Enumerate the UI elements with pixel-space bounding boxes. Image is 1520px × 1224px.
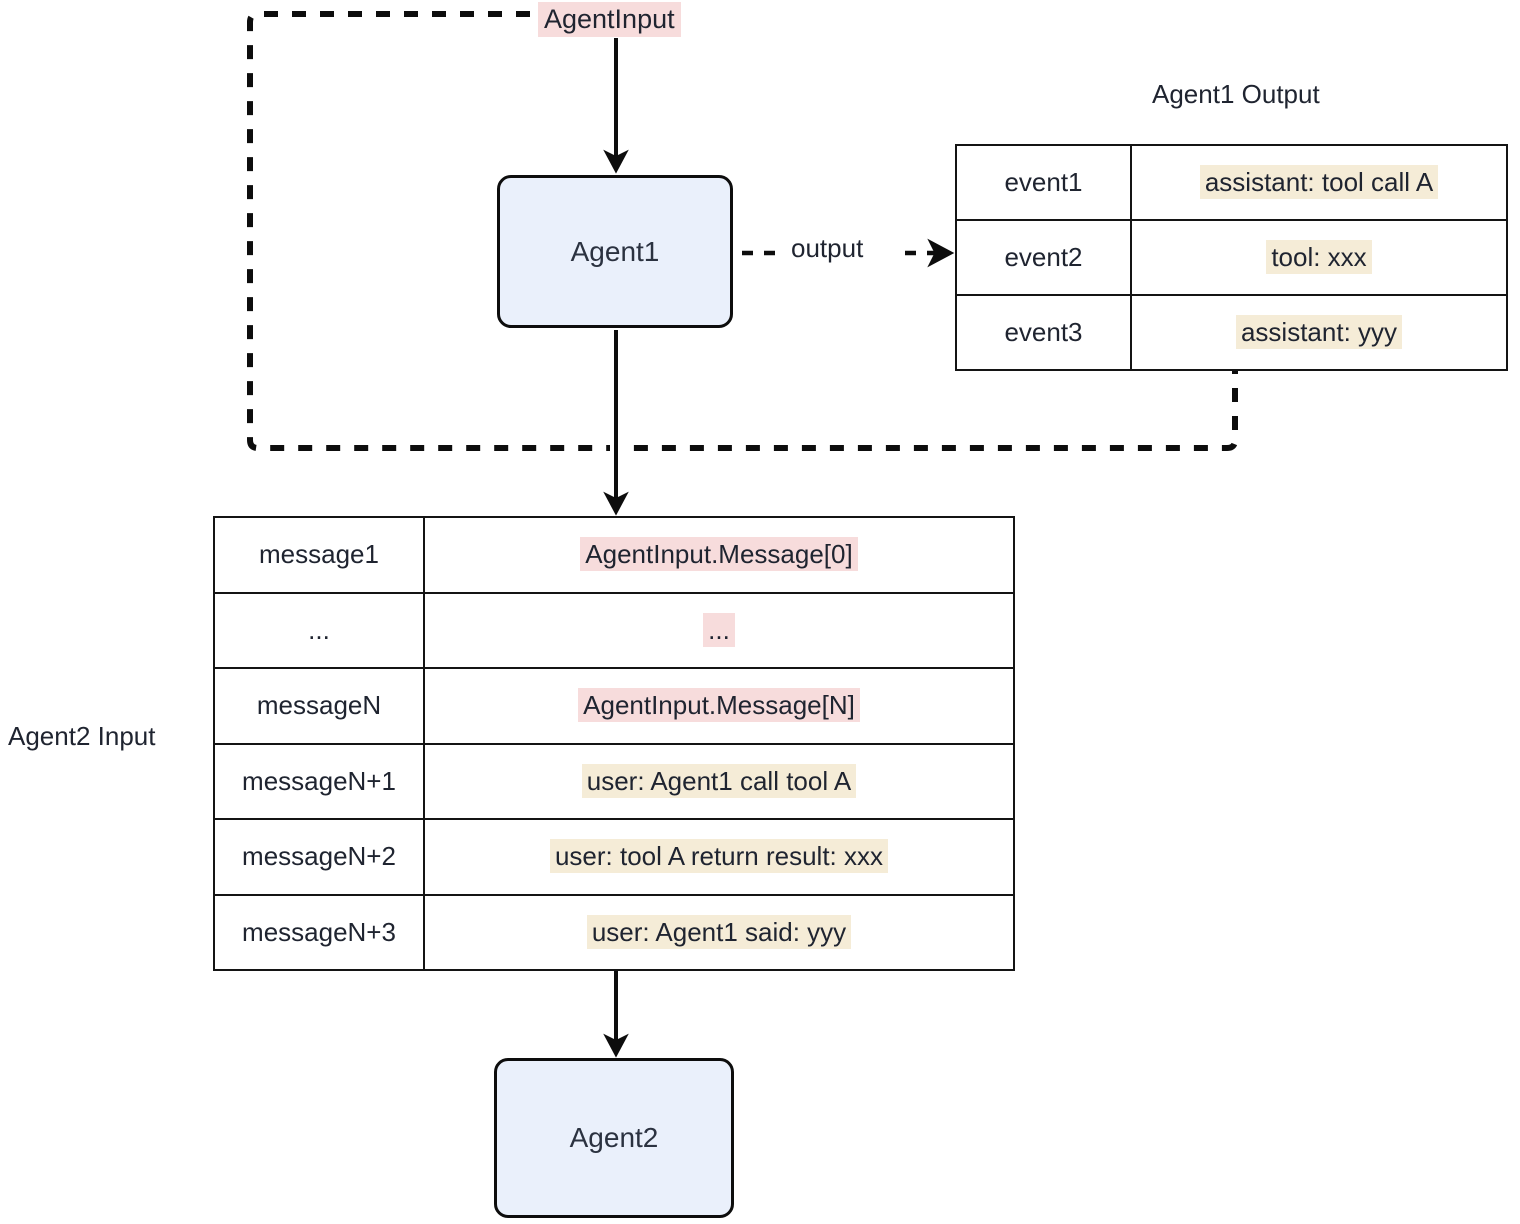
table-row-key: ... <box>213 591 425 669</box>
table-row-value-highlight: AgentInput.Message[N] <box>578 688 860 723</box>
table-row-value-highlight: ... <box>703 612 735 647</box>
edge-agent1-output-feedback <box>624 360 1238 451</box>
table-row-key: event1 <box>955 144 1132 221</box>
table-row-key: messageN+1 <box>213 742 425 820</box>
table-row-key: messageN+2 <box>213 818 425 896</box>
node-agent2-label: Agent2 <box>569 1122 659 1153</box>
table-row-value: assistant: yyy <box>1130 294 1508 371</box>
table-row-value: AgentInput.Message[N] <box>423 667 1015 745</box>
table-row-value: assistant: tool call A <box>1130 144 1508 221</box>
node-agent2[interactable]: Agent2 <box>494 1058 734 1218</box>
table-row: messageN+2 user: tool A return result: xx… <box>213 818 1015 896</box>
table-row: messageN AgentInput.Message[N] <box>213 667 1015 745</box>
table-row: message1 AgentInput.Message[0] <box>213 516 1015 594</box>
node-agent1-label: Agent1 <box>570 235 660 267</box>
table-row-value: AgentInput.Message[0] <box>423 516 1015 594</box>
output-edge-label: output <box>791 233 864 263</box>
table-row-value: user: tool A return result: xxx <box>423 818 1015 896</box>
table-row: messageN+3 user: Agent1 said: yyy <box>213 893 1015 971</box>
node-agent1[interactable]: Agent1 <box>497 175 733 328</box>
table-row-value-highlight: user: tool A return result: xxx <box>549 839 889 874</box>
table-row-value: user: Agent1 call tool A <box>423 742 1015 820</box>
agent-input-label: AgentInput <box>538 2 681 37</box>
table-row-value-highlight: user: Agent1 said: yyy <box>586 914 852 949</box>
table-row: event1 assistant: tool call A <box>955 144 1508 221</box>
table-row-value: ... <box>423 591 1015 669</box>
table-row: messageN+1 user: Agent1 call tool A <box>213 742 1015 820</box>
table-row-value-highlight: user: Agent1 call tool A <box>581 763 857 798</box>
table-row-value-highlight: AgentInput.Message[0] <box>580 537 858 572</box>
table-row: event2 tool: xxx <box>955 219 1508 296</box>
table-row-key: message1 <box>213 516 425 594</box>
agent2-input-caption: Agent2 Input <box>8 721 156 751</box>
table-row-value: user: Agent1 said: yyy <box>423 893 1015 971</box>
table-row-key: event2 <box>955 219 1132 296</box>
table-row-value-highlight: assistant: yyy <box>1235 315 1403 349</box>
agent1-output-table: event1 assistant: tool call A event2 tool: … <box>955 144 1508 371</box>
table-row: ...... <box>213 591 1015 669</box>
table-row-value-highlight: assistant: tool call A <box>1199 165 1439 199</box>
table-row-key: event3 <box>955 294 1132 371</box>
agent1-output-caption: Agent1 Output <box>1152 79 1320 109</box>
table-row-key: messageN+3 <box>213 893 425 971</box>
agent1-output-table-body: event1 assistant: tool call A event2 tool: … <box>955 144 1508 371</box>
table-row: event3 assistant: yyy <box>955 294 1508 371</box>
table-row-value-highlight: tool: xxx <box>1266 240 1372 274</box>
table-row-key: messageN <box>213 667 425 745</box>
table-row-value: tool: xxx <box>1130 219 1508 296</box>
